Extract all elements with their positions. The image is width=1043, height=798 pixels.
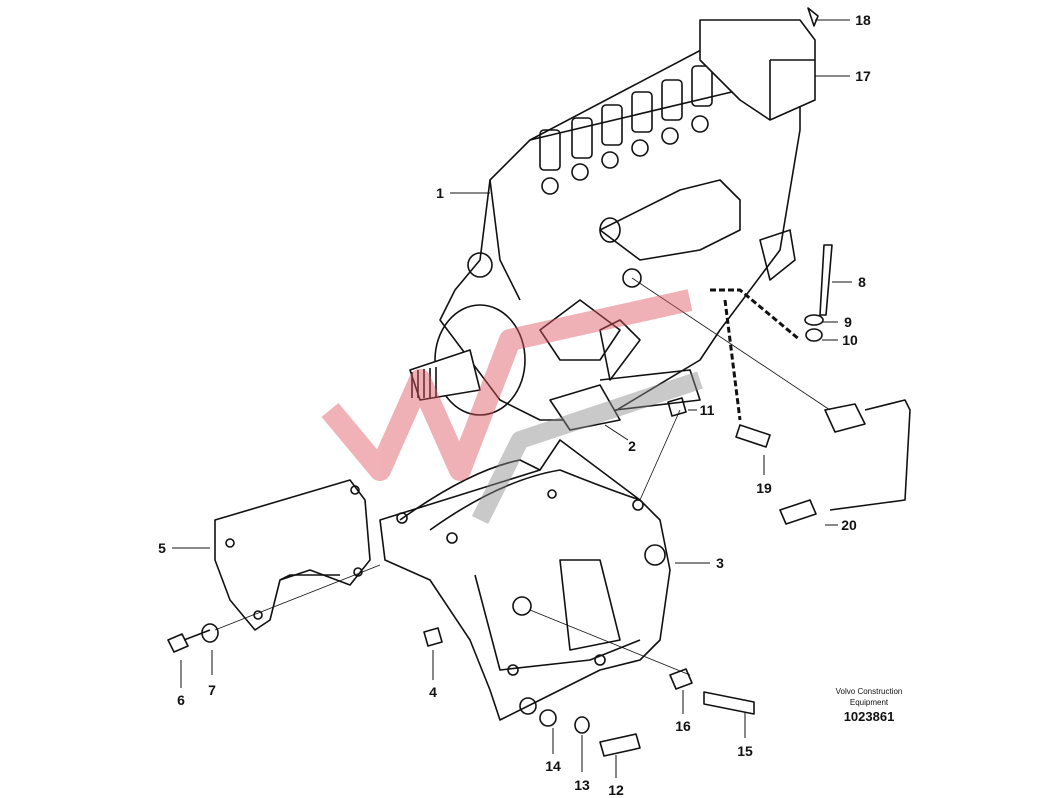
injection-pump <box>409 19 816 431</box>
callout-14[interactable]: 14 <box>545 758 561 774</box>
solenoid-housing <box>699 19 816 121</box>
callout-3[interactable]: 3 <box>716 555 724 571</box>
callout-7[interactable]: 7 <box>208 682 216 698</box>
leader-lines <box>172 19 852 778</box>
callout-15[interactable]: 15 <box>737 743 753 759</box>
manufacturer-line-1: Volvo Construction <box>835 687 903 696</box>
callout-16[interactable]: 16 <box>675 718 691 734</box>
watermark-logo <box>321 289 703 525</box>
callout-19[interactable]: 19 <box>756 480 772 496</box>
callout-12[interactable]: 12 <box>608 782 624 798</box>
wire-harness <box>710 288 801 421</box>
callout-2[interactable]: 2 <box>628 438 636 454</box>
illustration-number: 1023861 <box>843 709 895 724</box>
fasteners <box>167 7 911 757</box>
callout-13[interactable]: 13 <box>574 777 590 793</box>
delivery-valves <box>539 65 713 195</box>
callout-11[interactable]: 11 <box>699 402 715 418</box>
callout-5[interactable]: 5 <box>158 540 166 556</box>
callout-18[interactable]: 18 <box>855 12 871 28</box>
callout-4[interactable]: 4 <box>429 684 437 700</box>
callout-10[interactable]: 10 <box>842 332 858 348</box>
pump-bracket <box>379 439 671 721</box>
callout-9[interactable]: 9 <box>844 314 852 330</box>
mounting-plate <box>214 479 371 631</box>
manufacturer-label: Volvo Construction Equipment <box>836 686 903 708</box>
callout-20[interactable]: 20 <box>841 517 857 533</box>
callout-1[interactable]: 1 <box>436 185 444 201</box>
callout-17[interactable]: 17 <box>855 68 871 84</box>
callout-6[interactable]: 6 <box>177 692 185 708</box>
callout-8[interactable]: 8 <box>858 274 866 290</box>
manufacturer-line-2: Equipment <box>849 698 889 707</box>
